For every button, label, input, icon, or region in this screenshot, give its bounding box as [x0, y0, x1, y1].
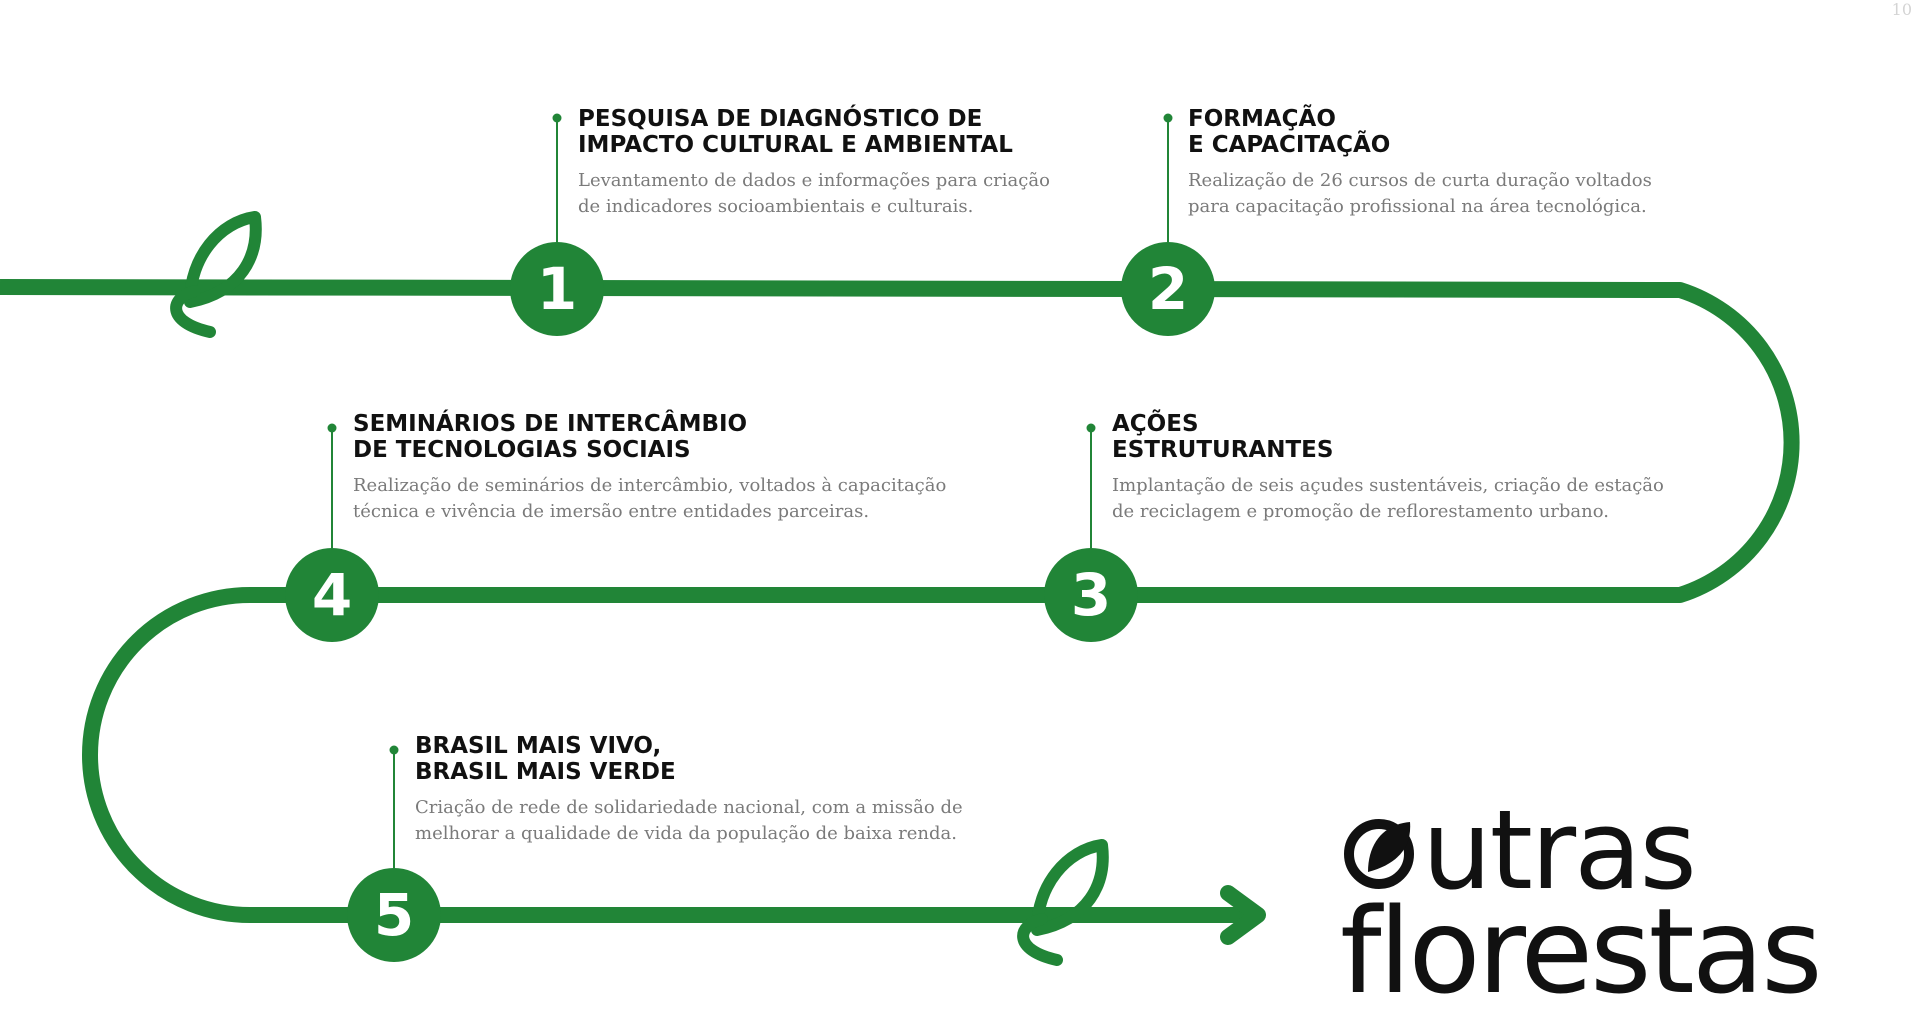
step-number: 2	[1148, 255, 1188, 323]
step-badge-5: 5	[347, 868, 441, 962]
step-description-line: Criação de rede de solidariedade naciona…	[415, 797, 963, 818]
step-title-line: FORMAÇÃO	[1188, 106, 1336, 132]
step-number: 3	[1071, 561, 1111, 629]
step-badge-2: 2	[1121, 242, 1215, 336]
leaf-icon	[170, 211, 262, 338]
step-description-line: de indicadores socioambientais e cultura…	[578, 196, 974, 217]
step-description: Realização de 26 cursos de curta duração…	[1188, 168, 1652, 220]
timeline-road	[0, 279, 1800, 923]
step-description: Levantamento de dados e informações para…	[578, 168, 1050, 220]
step-connectors	[327, 113, 1173, 868]
step-title-line: PESQUISA DE DIAGNÓSTICO DE	[578, 106, 983, 132]
step-description-line: Implantação de seis açudes sustentáveis,…	[1112, 475, 1664, 496]
step-title-line: IMPACTO CULTURAL E AMBIENTAL	[578, 132, 1013, 158]
step-5: BRASIL MAIS VIVO,BRASIL MAIS VERDE Criaçã…	[415, 733, 963, 847]
step-title: BRASIL MAIS VIVO,BRASIL MAIS VERDE	[415, 733, 963, 785]
step-badge-4: 4	[285, 548, 379, 642]
step-title-line: ESTRUTURANTES	[1112, 437, 1334, 463]
step-title-line: BRASIL MAIS VERDE	[415, 759, 676, 785]
step-description-line: melhorar a qualidade de vida da populaçã…	[415, 823, 957, 844]
step-title-line: SEMINÁRIOS DE INTERCÂMBIO	[353, 411, 748, 437]
outras-florestas-logo: utras florestas	[1340, 786, 1823, 1010]
step-description-line: para capacitação profissional na área te…	[1188, 196, 1647, 217]
step-title-line: DE TECNOLOGIAS SOCIAIS	[353, 437, 691, 463]
step-badge-circle	[1121, 242, 1215, 336]
step-description: Implantação de seis açudes sustentáveis,…	[1112, 473, 1664, 525]
arrow-right-icon	[1220, 885, 1266, 945]
leaf-icon	[1017, 839, 1109, 966]
step-connector-dot	[552, 113, 562, 123]
step-badge-3: 3	[1044, 548, 1138, 642]
step-title-line: E CAPACITAÇÃO	[1188, 132, 1391, 158]
step-description: Realização de seminários de intercâmbio,…	[353, 473, 946, 525]
step-badge-circle	[285, 548, 379, 642]
step-badge-1: 1	[510, 242, 604, 336]
page-number: 10	[1891, 0, 1912, 19]
step-description-line: Levantamento de dados e informações para…	[578, 170, 1050, 191]
logo-word-florestas: florestas	[1340, 882, 1823, 1020]
step-number: 5	[374, 881, 414, 949]
step-badges: 1 2 3 4 5	[285, 242, 1215, 962]
step-connector-dot	[1086, 423, 1096, 433]
step-description-line: técnica e vivência de imersão entre enti…	[353, 501, 870, 522]
step-number: 1	[537, 255, 577, 323]
logo-word-utras: utras	[1422, 786, 1697, 914]
step-description-line: de reciclagem e promoção de reflorestame…	[1112, 501, 1609, 522]
logo-line-1: utras	[1340, 786, 1697, 914]
step-badge-circle	[510, 242, 604, 336]
step-connector-dot	[327, 423, 337, 433]
step-badge-circle	[347, 868, 441, 962]
step-connector-dot	[389, 745, 399, 755]
step-badge-circle	[1044, 548, 1138, 642]
step-connector-dot	[1163, 113, 1173, 123]
step-title-line: AÇÕES	[1112, 411, 1199, 437]
step-description-line: Realização de seminários de intercâmbio,…	[353, 475, 947, 496]
step-description: Criação de rede de solidariedade naciona…	[415, 795, 963, 847]
step-description-line: Realização de 26 cursos de curta duração…	[1188, 170, 1652, 191]
step-number: 4	[312, 561, 352, 629]
step-title-line: BRASIL MAIS VIVO,	[415, 733, 662, 759]
leaf-o-icon	[1344, 819, 1414, 889]
